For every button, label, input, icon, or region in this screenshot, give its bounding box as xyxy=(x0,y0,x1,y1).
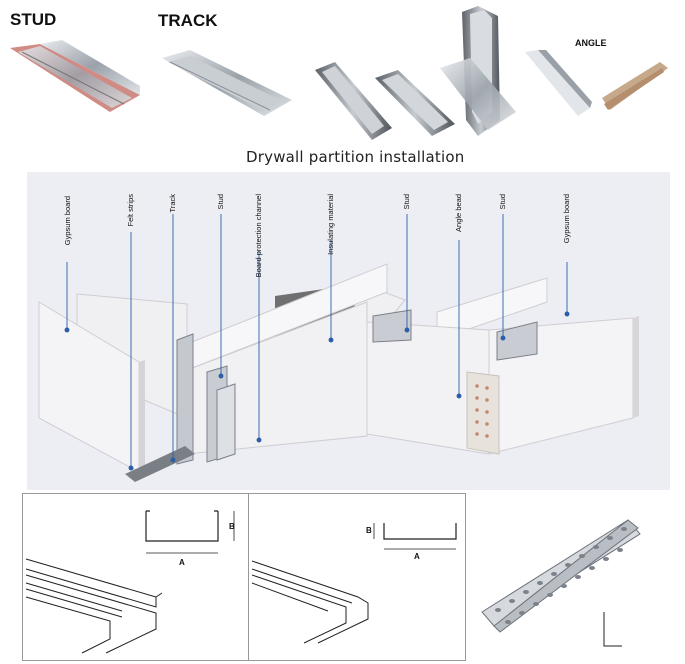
track-3d-profile xyxy=(251,560,369,644)
floor-track xyxy=(125,446,195,482)
track-dim-a: A xyxy=(414,552,420,561)
stud-photo xyxy=(10,40,140,112)
angle-bead-photo xyxy=(602,62,668,110)
small-stud-photo xyxy=(315,62,392,140)
angle-heading: ANGLE xyxy=(575,38,607,48)
callout-insulating-material: Insulating material xyxy=(326,194,335,255)
callout-lines xyxy=(64,214,570,471)
track-profile-drawing: B A xyxy=(251,523,457,644)
diagram-caption: Drywall partition installation xyxy=(246,148,465,166)
standing-stud-photo xyxy=(440,6,516,136)
callout-stud-left: Stud xyxy=(216,194,225,210)
track-profile-panel xyxy=(248,493,466,661)
corner-angle-bead xyxy=(466,371,500,455)
track-dim-b: B xyxy=(366,526,372,535)
stud-dim-a: A xyxy=(179,558,185,567)
installation-diagram xyxy=(27,172,670,490)
angle-photo xyxy=(525,50,592,116)
stud-dim-b: B xyxy=(229,522,235,531)
stud-3d-profile xyxy=(25,558,163,654)
callout-gypsum-board-left: Gypsum board xyxy=(63,196,72,246)
track-heading: TRACK xyxy=(158,11,218,30)
callout-felt-strips: Felt strips xyxy=(126,194,135,227)
wall-left-edge xyxy=(139,360,145,472)
track-photo xyxy=(162,50,292,116)
callout-gypsum-board-right: Gypsum board xyxy=(562,194,571,244)
product-photos xyxy=(10,6,668,140)
angle-bead-perforations xyxy=(495,527,627,624)
wall-right-edge xyxy=(633,316,639,418)
callout-angle-bead: Angle bead xyxy=(454,194,463,232)
stud-profile-drawing: B A xyxy=(25,510,235,654)
callout-board-protection-channel: Board protection channel xyxy=(254,194,263,278)
callout-stud-right: Stud xyxy=(498,194,507,210)
wall-front-right xyxy=(366,321,490,455)
stud-heading: STUD xyxy=(10,10,57,29)
studs-left xyxy=(176,333,236,465)
angle-bead-drawing xyxy=(481,519,641,647)
small-track-photo xyxy=(375,70,455,136)
studs-right xyxy=(372,309,538,361)
angle-bead-holes xyxy=(475,384,489,438)
callout-track: Track xyxy=(168,194,177,213)
angle-bead-cross-section xyxy=(603,612,622,647)
callout-stud-mid: Stud xyxy=(402,194,411,210)
stud-profile-panel xyxy=(22,493,250,661)
